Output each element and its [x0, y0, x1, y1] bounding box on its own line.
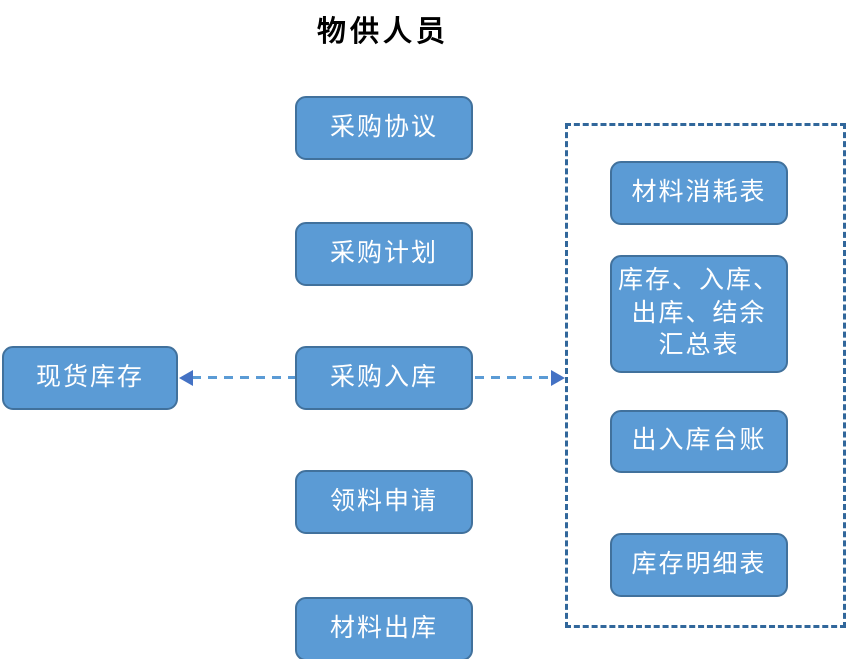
node-purchase-plan: 采购计划	[295, 222, 473, 286]
arrowhead-right-icon	[551, 370, 565, 386]
node-material-requisition: 领料申请	[295, 470, 473, 534]
node-material-outbound: 材料出库	[295, 597, 473, 659]
connector-line-right	[475, 376, 553, 379]
node-purchase-inbound: 采购入库	[295, 346, 473, 410]
connector-line-left	[192, 376, 295, 379]
diagram-title: 物供人员	[316, 16, 449, 48]
reports-dashed-container	[565, 123, 846, 628]
node-inventory-detail-report: 库存明细表	[610, 533, 788, 597]
node-spot-inventory: 现货库存	[2, 346, 178, 410]
node-material-consumption-report: 材料消耗表	[610, 161, 788, 225]
node-purchase-agreement: 采购协议	[295, 96, 473, 160]
node-inbound-outbound-ledger: 出入库台账	[610, 410, 788, 473]
arrowhead-left-icon	[179, 370, 193, 386]
node-inventory-summary-report: 库存、入库、 出库、结余 汇总表	[610, 255, 788, 373]
